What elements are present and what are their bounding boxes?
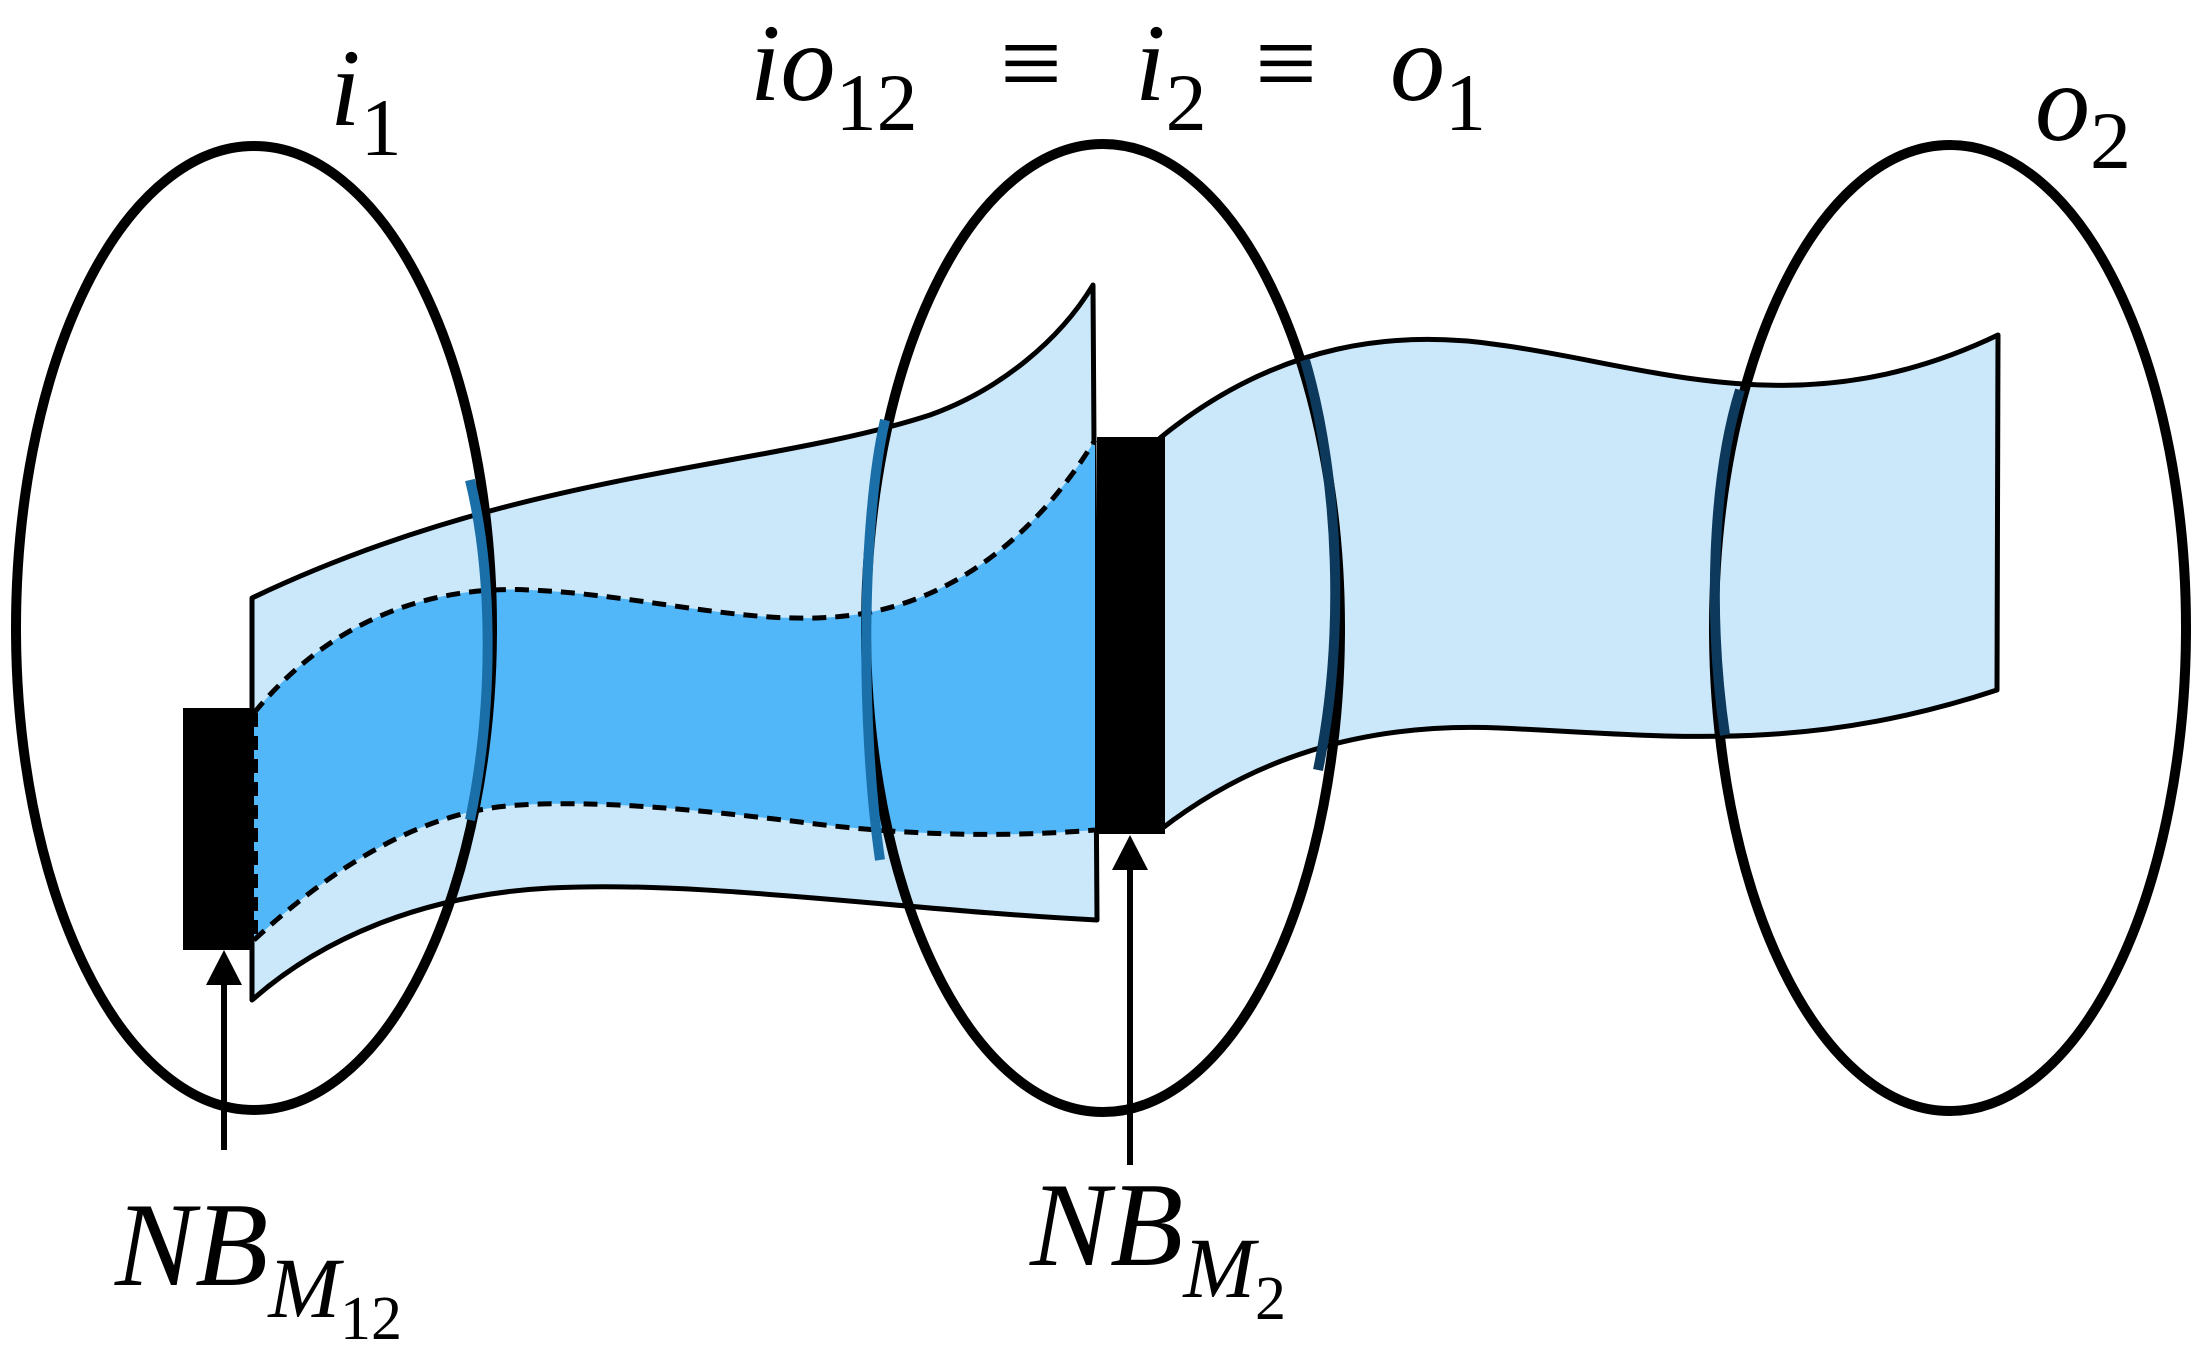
label-nb-m2-base: NB (1029, 1158, 1183, 1291)
label-nb-m2-sub: M (1181, 1220, 1259, 1316)
ring-i1-over-band (465, 478, 493, 822)
dark-band-top-dashed (252, 438, 1098, 715)
ring-io12-left-over-band (861, 418, 890, 861)
label-io12: io12 (750, 2, 918, 148)
label-i1-sub: 1 (361, 82, 402, 173)
label-i2-base: i (1135, 2, 1166, 124)
label-equiv-2: ≡ (1255, 2, 1317, 124)
label-io12-base: io (750, 2, 836, 124)
arrow-m12-head (206, 950, 242, 985)
label-o2: o2 (2035, 42, 2131, 186)
label-i1-base: i (330, 27, 361, 149)
label-nb-m12-sub: M (266, 1240, 344, 1336)
label-o1-sub: 1 (1445, 57, 1486, 148)
ring-o2-over-band (1709, 388, 1745, 736)
label-o2-base: o (2035, 42, 2090, 164)
label-o2-sub: 2 (2090, 95, 2131, 186)
light-band-right (1157, 332, 2001, 833)
boundary-block-m12 (183, 708, 253, 950)
label-nb-m2-subsub: 2 (1255, 1265, 1286, 1333)
label-nb-m2: NBM2 (1029, 1158, 1286, 1333)
label-i2-sub: 2 (1166, 57, 1207, 148)
label-i2: i2 (1135, 2, 1207, 148)
label-equiv-1: ≡ (1000, 2, 1062, 124)
label-o1: o1 (1390, 2, 1486, 148)
dark-band-bottom-dashed (252, 801, 1096, 942)
boundary-block-m2 (1097, 437, 1165, 834)
label-nb-m12-subsub: 12 (340, 1285, 402, 1345)
ring-io12-right-over-band (1300, 358, 1341, 772)
label-nb-m12: NBM12 (114, 1178, 402, 1345)
label-io12-sub: 12 (836, 57, 918, 148)
arrow-m2-head (1112, 835, 1148, 870)
label-o1-base: o (1390, 2, 1445, 124)
label-nb-m12-base: NB (114, 1178, 268, 1311)
label-i1: i1 (330, 27, 402, 173)
